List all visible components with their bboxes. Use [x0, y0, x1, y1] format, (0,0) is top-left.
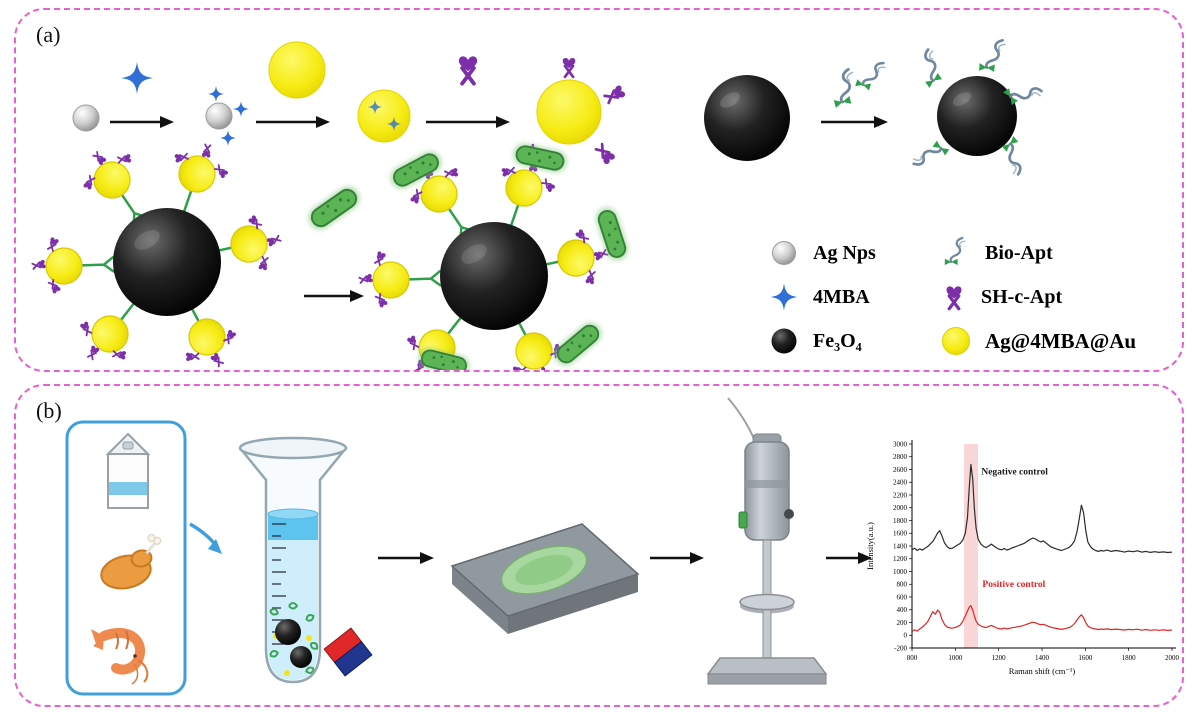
fe3o4-bioapt-np [909, 37, 1045, 178]
arrow-b1 [378, 552, 434, 564]
svg-text:1600: 1600 [893, 530, 908, 538]
svg-text:Intensity(a.u.): Intensity(a.u.) [865, 522, 875, 570]
milk-carton-icon [105, 432, 151, 509]
arrow-1 [110, 116, 174, 128]
capture-probe-assembly [31, 135, 286, 370]
raman-spectra-chart: -200 0 200 400 600 800 1000 1200 1400 1600 1800 200… [862, 432, 1187, 698]
arrow-3 [426, 116, 510, 128]
svg-text:1200: 1200 [893, 555, 908, 563]
svg-text:2600: 2600 [893, 466, 908, 474]
sers-tag-dot [284, 670, 290, 676]
probe-bacteria-complex [358, 141, 631, 370]
sample-spot [500, 545, 588, 595]
magnet [323, 627, 373, 677]
yellow-sphere-icon [942, 327, 970, 355]
svg-text:1000: 1000 [893, 568, 908, 576]
raman-probe-instrument [706, 397, 828, 685]
svg-text:Positive control: Positive control [982, 580, 1045, 590]
sers-tag-with-aptamers [517, 56, 628, 168]
ag-np-seed [72, 104, 100, 132]
bio-apt-icon [853, 55, 888, 95]
fe3o4-np [704, 75, 790, 161]
svg-text:Negative control: Negative control [981, 468, 1048, 478]
bio-apt-icon [943, 236, 966, 267]
chicken-icon [100, 533, 162, 590]
legend-label-4mba: 4MBA [813, 285, 870, 308]
ag-4mba-au-np [357, 89, 411, 143]
panel-b-label: (b) [36, 398, 62, 423]
legend-item-4mba: 4MBA [768, 281, 940, 313]
svg-text:1000: 1000 [948, 654, 963, 662]
svg-text:800: 800 [907, 654, 918, 662]
svg-text:2400: 2400 [893, 479, 908, 487]
legend-item-ag-nps: Ag Nps [768, 237, 940, 269]
svg-text:200: 200 [897, 619, 908, 627]
panel-b: (b) [14, 384, 1184, 707]
legend-label-fe3o4: Fe₃O₄ [813, 329, 862, 352]
silver-sphere-icon [772, 241, 796, 265]
bacterium-icon [303, 182, 364, 235]
legend-item-ag-4mba-au: Ag@4MBA@Au [940, 325, 1192, 357]
legend-item-sh-c-apt: SH-c-Apt [940, 281, 1192, 313]
arrow-b2 [650, 552, 704, 564]
svg-text:1400: 1400 [1035, 654, 1050, 662]
arrow-2 [256, 116, 330, 128]
test-tube [238, 436, 348, 684]
svg-text:3000: 3000 [893, 440, 908, 448]
blue-star-icon [770, 283, 798, 311]
svg-text:1800: 1800 [1122, 654, 1137, 662]
raman-spectra-plot: -200 0 200 400 600 800 1000 1200 1400 1600 1800 200… [865, 440, 1180, 676]
svg-text:600: 600 [897, 593, 908, 601]
panel-a: (a) [14, 8, 1184, 372]
svg-text:1800: 1800 [893, 517, 908, 525]
panel-a-label: (a) [36, 22, 61, 47]
svg-text:Raman shift (cm⁻¹): Raman shift (cm⁻¹) [1009, 666, 1076, 676]
bio-apt-icon [825, 67, 862, 110]
svg-text:800: 800 [897, 581, 908, 589]
legend-label-ag-nps: Ag Nps [813, 241, 876, 264]
blue-arrow [189, 522, 222, 554]
legend-label-sh-c-apt: SH-c-Apt [981, 285, 1063, 308]
svg-text:-200: -200 [894, 644, 907, 652]
legend: Ag Nps Bio-Apt 4MBA SH-c-Apt Fe₃O₄ Ag@4M… [768, 236, 1192, 358]
legend-item-fe3o4: Fe₃O₄ [768, 325, 940, 357]
arrow-b3 [826, 552, 872, 564]
svg-text:2800: 2800 [893, 453, 908, 461]
svg-text:1200: 1200 [992, 654, 1007, 662]
legend-label-ag-4mba-au: Ag@4MBA@Au [985, 328, 1137, 353]
sh-c-apt-icon [456, 54, 480, 86]
sample-slide [450, 523, 640, 634]
svg-text:1400: 1400 [893, 542, 908, 550]
shrimp-icon [91, 627, 149, 685]
legend-label-bio-apt: Bio-Apt [985, 241, 1053, 264]
arrow-5 [304, 290, 364, 302]
arrow-4 [821, 116, 888, 128]
synthesis-scheme-illustration [16, 37, 1045, 370]
svg-text:2000: 2000 [893, 504, 908, 512]
black-sphere-icon [771, 328, 797, 354]
sers-tag-dot [306, 635, 312, 641]
magnetic-bead [290, 646, 312, 668]
au-shell-icon [268, 41, 326, 99]
food-samples-box [65, 420, 187, 696]
svg-text:400: 400 [897, 606, 908, 614]
ag-4mba-np [205, 86, 249, 146]
magnetic-bead [275, 619, 301, 645]
svg-text:1600: 1600 [1078, 654, 1093, 662]
4mba-star-icon [121, 62, 153, 94]
svg-text:2000: 2000 [1165, 654, 1180, 662]
purple-apt-icon [944, 284, 964, 311]
svg-text:2200: 2200 [893, 491, 908, 499]
workflow-illustration [65, 397, 872, 696]
svg-text:0: 0 [904, 632, 908, 640]
legend-item-bio-apt: Bio-Apt [940, 236, 1192, 270]
